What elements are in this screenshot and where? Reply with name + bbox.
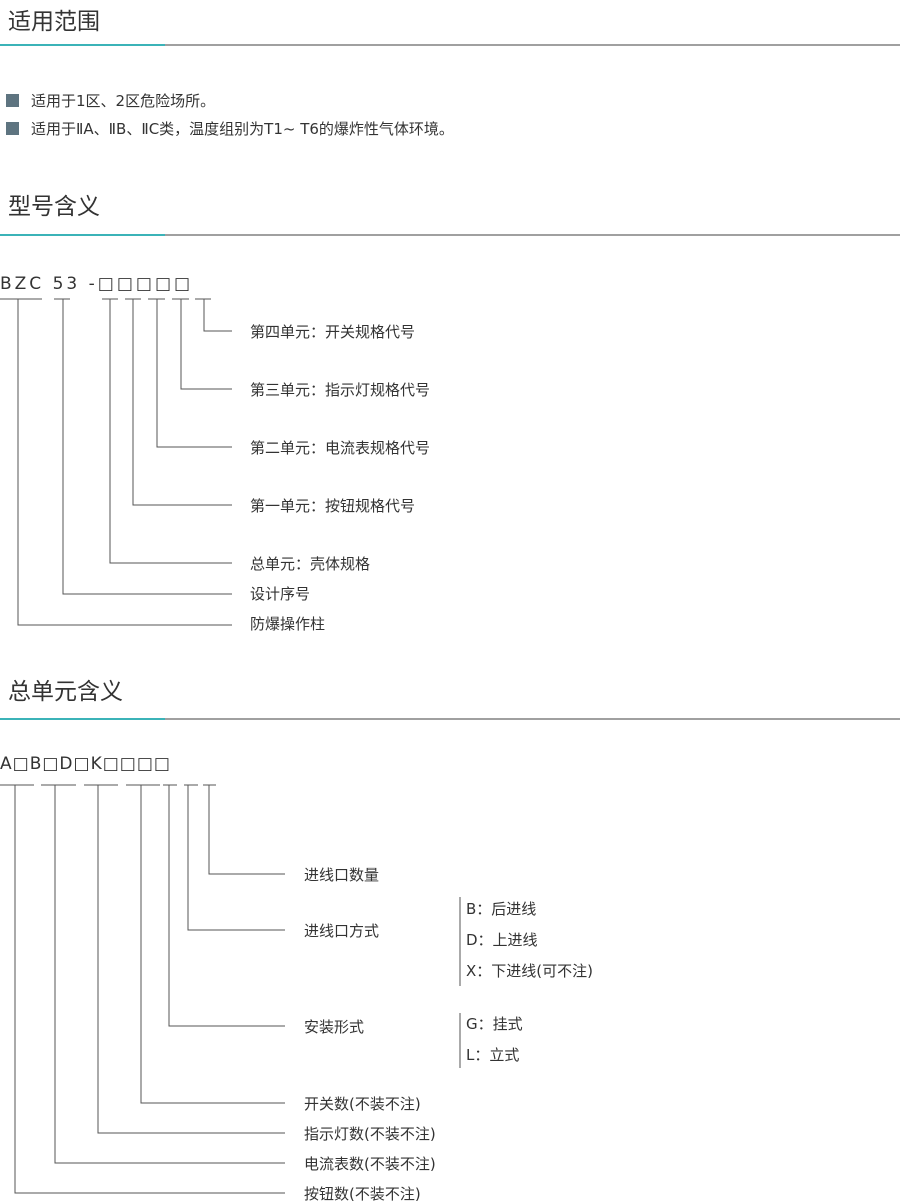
scope-item: 适用于1区、2区危险场所。 (6, 90, 215, 111)
entry-option: X：下进线(可不注) (466, 962, 593, 980)
total-title: 总单元含义 (8, 679, 123, 705)
scope-item-text: 适用于1区、2区危险场所。 (31, 92, 216, 110)
model-label: 第二单元：电流表规格代号 (250, 439, 431, 457)
total-label: 按钮数(不装不注) (304, 1185, 421, 1202)
scope-item: 适用于ⅡA、ⅡB、ⅡC类，温度组别为T1~ T6的爆炸性气体环境。 (6, 118, 454, 139)
scope-item-text: 适用于ⅡA、ⅡB、ⅡC类，温度组别为T1~ T6的爆炸性气体环境。 (31, 120, 454, 138)
model-label: 总单元：壳体规格 (250, 555, 371, 573)
entry-option: D：上进线 (466, 931, 538, 949)
bullet-square-icon (6, 94, 19, 107)
total-label: 进线口方式 (304, 922, 380, 940)
scope-title: 适用范围 (8, 9, 100, 35)
model-label: 第四单元：开关规格代号 (250, 323, 416, 341)
mount-option: L：立式 (466, 1046, 520, 1064)
total-label: 进线口数量 (304, 866, 380, 884)
total-label: 指示灯数(不装不注) (304, 1125, 436, 1143)
total-label: 开关数(不装不注) (304, 1095, 421, 1113)
model-label: 设计序号 (250, 585, 311, 603)
model-code: BZC 53 -□□□□□ (0, 274, 194, 294)
mount-option: G：挂式 (466, 1015, 523, 1033)
model-title: 型号含义 (8, 194, 100, 220)
model-label: 第一单元：按钮规格代号 (250, 497, 416, 515)
total-divider (0, 718, 900, 720)
model-leaders (17, 299, 232, 626)
total-leaders (14, 785, 285, 1194)
model-label: 第三单元：指示灯规格代号 (250, 381, 431, 399)
total-label: 安装形式 (304, 1018, 365, 1036)
bullet-square-icon (6, 122, 19, 135)
total-code: A□B□D□K□□□□ (0, 754, 171, 774)
total-label: 电流表数(不装不注) (304, 1155, 436, 1173)
entry-option: B：后进线 (466, 900, 537, 918)
model-label: 防爆操作柱 (250, 615, 326, 633)
model-divider (0, 234, 900, 236)
scope-divider (0, 44, 900, 46)
